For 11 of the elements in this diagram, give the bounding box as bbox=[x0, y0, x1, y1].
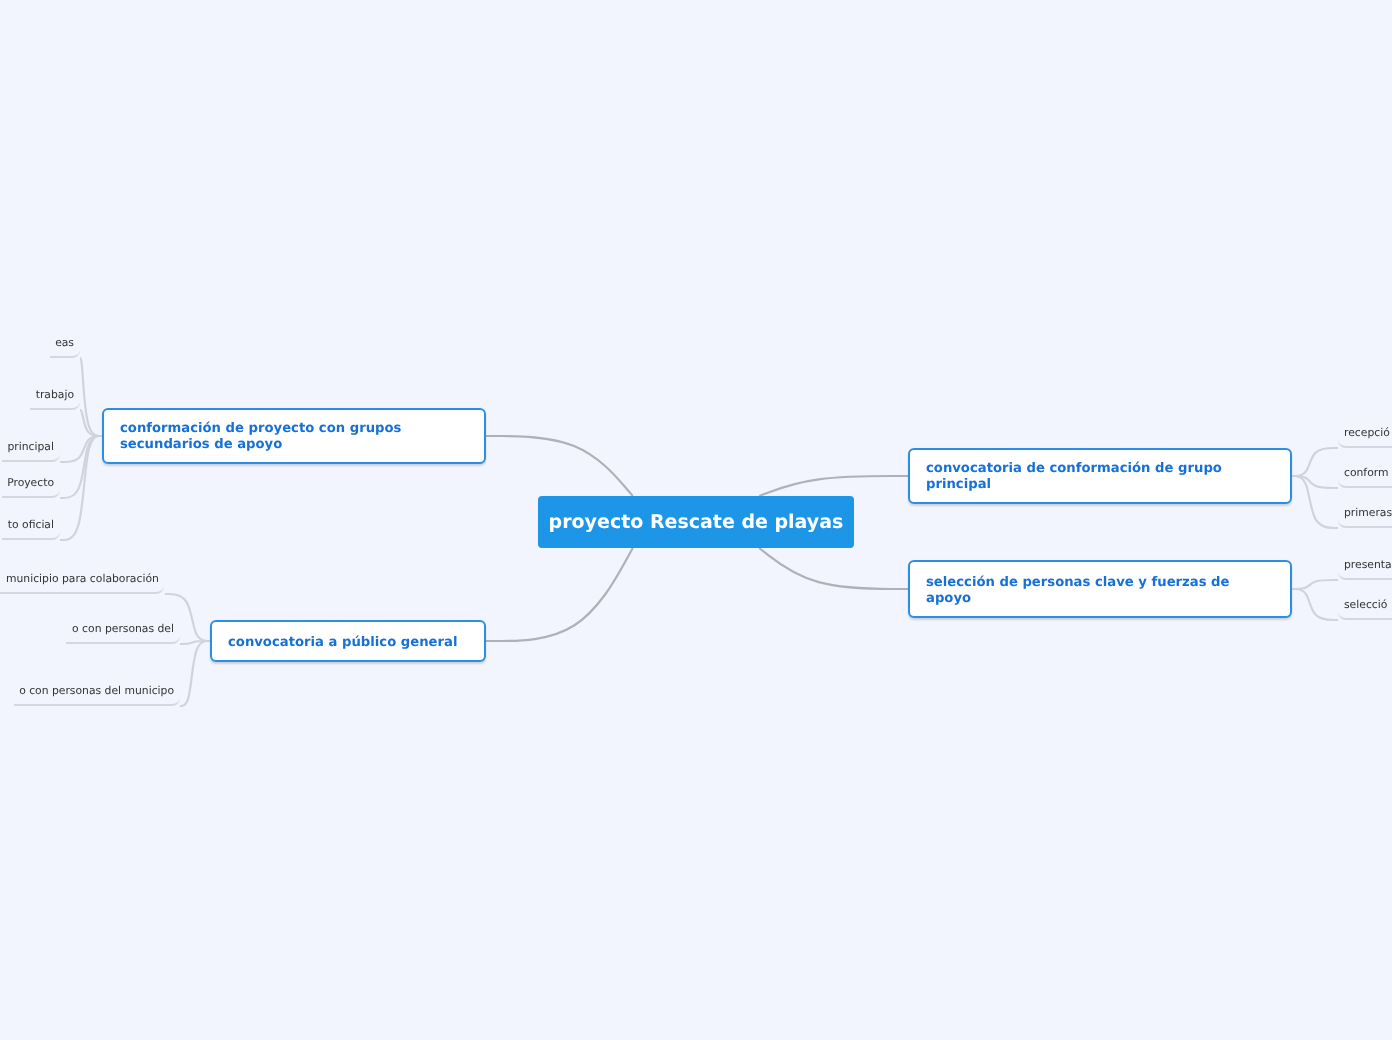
connector-line bbox=[486, 547, 634, 643]
central-topic-box: proyecto Rescate de playas bbox=[538, 496, 854, 548]
connector-line bbox=[60, 434, 102, 542]
connector-line bbox=[758, 547, 908, 591]
connector-line bbox=[486, 434, 634, 497]
connector-line bbox=[179, 639, 210, 708]
connector-line bbox=[758, 474, 908, 498]
connector-line bbox=[79, 356, 102, 438]
connector-line bbox=[164, 592, 210, 643]
connector-line bbox=[1292, 587, 1338, 622]
connector-line bbox=[1292, 474, 1338, 530]
